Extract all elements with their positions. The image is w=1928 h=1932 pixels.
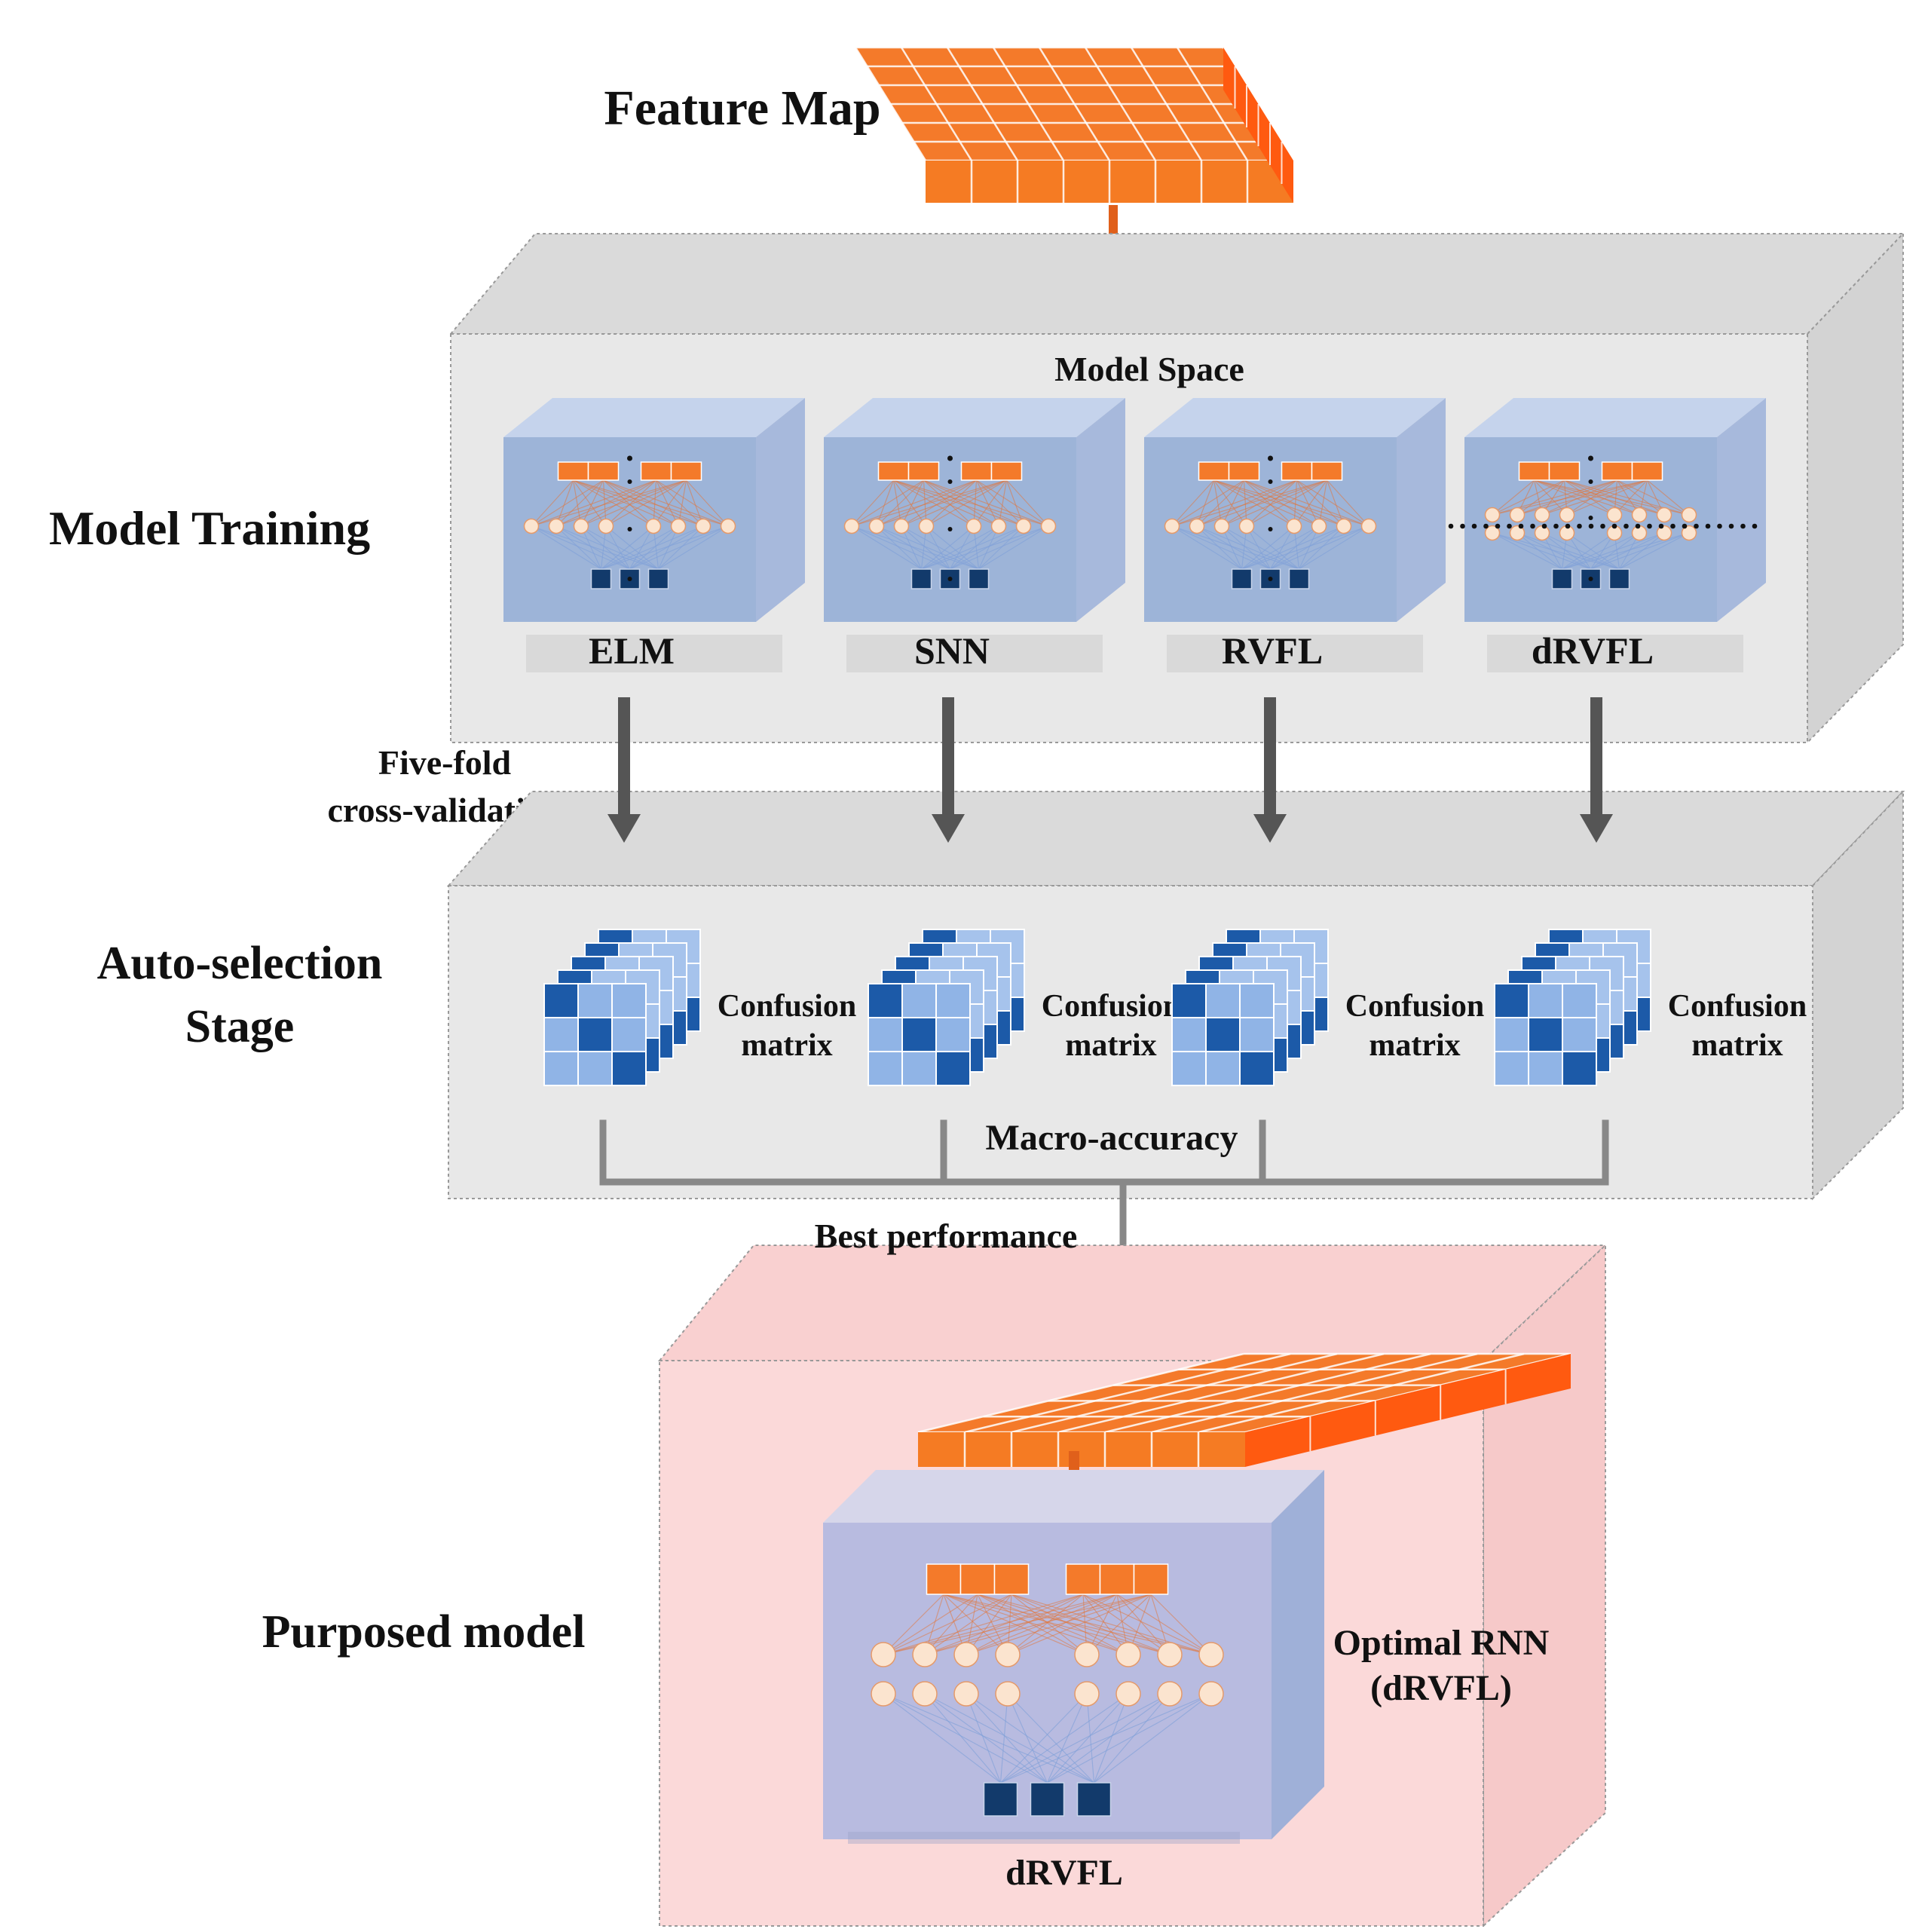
feature-map-bottom [917,1352,1571,1467]
model-shadow [526,635,782,672]
drvfl-extra-dots [1448,523,1758,529]
model-shadow [1487,635,1743,672]
feature-map-label: Feature Map [604,81,880,136]
confusion-label-line2: matrix [1369,1028,1460,1063]
final-model-name: dRVFL [1005,1853,1123,1893]
five-fold-label: Five-fold [378,743,512,782]
model-cubes: ELM SNN RVFL dRVFL [503,398,1766,672]
cv-arrow-1 [607,697,641,843]
cv-arrow-4 [1580,697,1613,843]
feature-map-top-grid [854,46,1295,203]
confusion-label-line2: matrix [741,1028,832,1063]
best-performance-label: Best performance [815,1217,1078,1255]
macro-accuracy-bracket [599,1119,1609,1259]
model-cube-drvfl [1464,398,1766,622]
model-cube-elm [503,398,805,622]
confusion-matrices: Confusion matrix Confusion matrix Confusion m… [543,929,1807,1086]
cross-validation-arrows [607,697,1613,843]
final-drvfl-network [823,1470,1324,1839]
feature-map-bottom-grid [917,1352,1571,1467]
model-name-snn: SNN [914,629,990,672]
confusion-label-line1: Confusion [1042,989,1180,1024]
model-space-label: Model Space [1054,350,1244,388]
model-name-elm: ELM [589,629,675,672]
model-cube-rvfl [1144,398,1446,622]
model-name-drvfl: dRVFL [1532,629,1654,672]
final-model-shadow [848,1832,1240,1844]
feature-map-top [854,46,1295,203]
optimal-drvfl-label: (dRVFL) [1370,1668,1512,1708]
confusion-matrix-4: Confusion matrix [1494,929,1807,1086]
stage-label: Stage [185,1001,295,1052]
model-name-rvfl: RVFL [1222,629,1323,672]
model-shadow [846,635,1103,672]
cv-arrow-2 [932,697,965,843]
confusion-matrix-2: Confusion matrix [868,929,1180,1086]
macro-accuracy-label: Macro-accuracy [986,1118,1238,1158]
confusion-label-line2: matrix [1691,1028,1783,1063]
model-shadow [1167,635,1423,672]
auto-selection-label: Auto-selection [97,938,383,989]
confusion-label-line1: Confusion [718,989,856,1024]
model-cube-snn [824,398,1125,622]
optimal-rnn-label: Optimal RNN [1333,1623,1550,1663]
confusion-matrix-3: Confusion matrix [1171,929,1484,1086]
final-model-cube [823,1470,1324,1844]
purposed-model-label: Purposed model [262,1606,586,1658]
confusion-label-line1: Confusion [1345,989,1484,1024]
model-training-label: Model Training [49,501,370,555]
confusion-label-line2: matrix [1065,1028,1156,1063]
cv-arrow-3 [1253,697,1287,843]
confusion-matrix-1: Confusion matrix [543,929,856,1086]
confusion-label-line1: Confusion [1668,989,1807,1024]
